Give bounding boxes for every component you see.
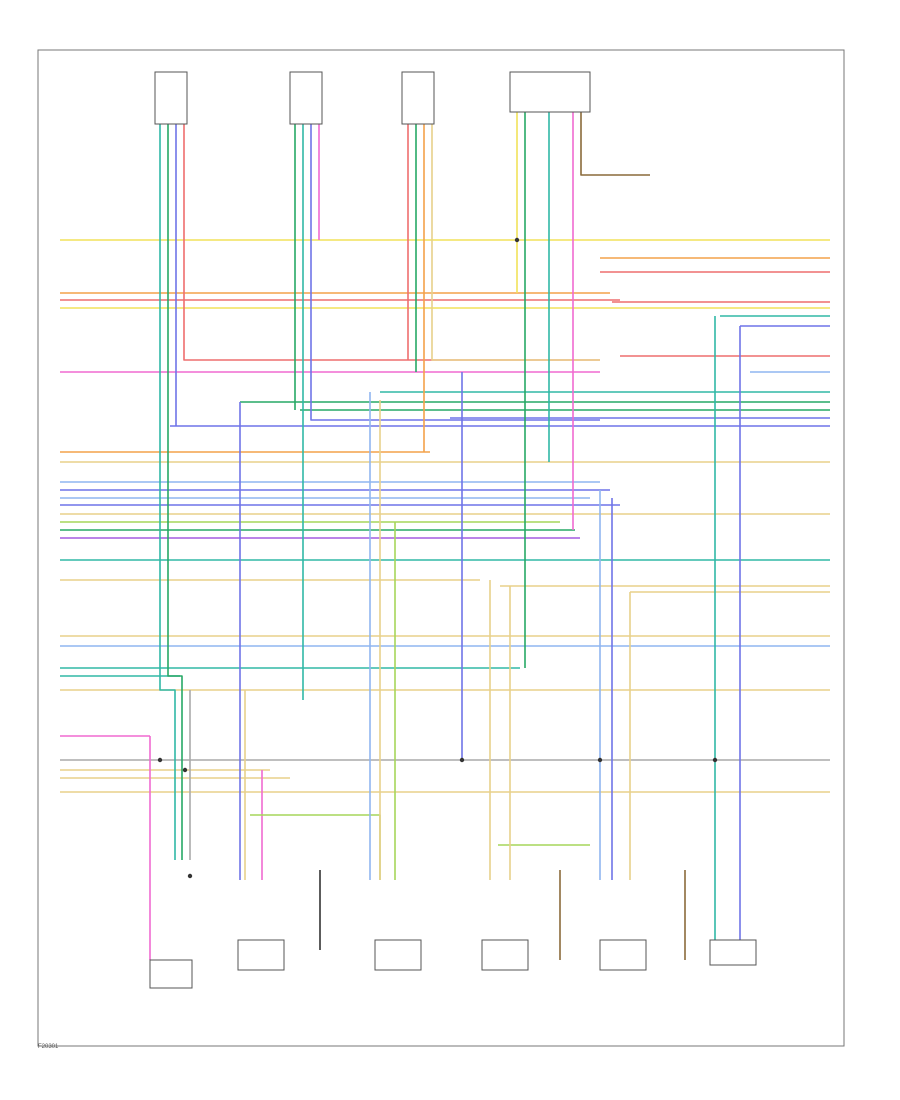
- splice-dot: [157, 757, 163, 763]
- vertical-wire: [159, 110, 176, 860]
- bottom-component: [599, 939, 647, 971]
- splice-dot: [712, 757, 718, 763]
- top-connector: [154, 71, 188, 125]
- vertical-wire: [431, 110, 600, 361]
- bottom-component: [709, 939, 757, 966]
- vertical-wire: [167, 110, 183, 860]
- top-connector: [401, 71, 435, 125]
- bottom-component: [481, 939, 529, 971]
- bottom-component: [237, 939, 285, 971]
- component-layer: [149, 71, 757, 989]
- vertical-wire: [250, 814, 381, 880]
- bottom-component: [149, 959, 193, 989]
- vertical-wire: [183, 110, 600, 361]
- splice-dot: [514, 237, 520, 243]
- top-connector: [509, 71, 591, 113]
- splice-dot: [182, 767, 188, 773]
- wire-layer: [60, 110, 830, 960]
- splice-dot: [459, 757, 465, 763]
- splice-dot: [187, 873, 193, 879]
- bottom-component: [374, 939, 422, 971]
- top-connector: [289, 71, 323, 125]
- diagram-border: [37, 49, 845, 1047]
- diagram-code: F20301: [38, 1044, 59, 1050]
- splice-dot: [597, 757, 603, 763]
- vertical-wire: [580, 110, 650, 176]
- vertical-wire: [310, 110, 600, 421]
